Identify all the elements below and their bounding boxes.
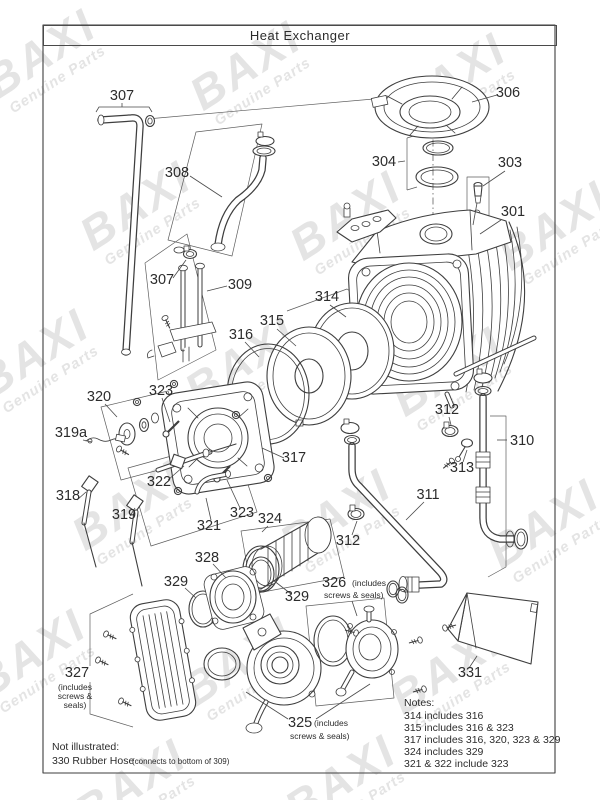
- notes-line: 314 includes 316: [404, 710, 484, 722]
- label-301: 301: [501, 204, 525, 220]
- part-313-valve: [455, 438, 474, 462]
- label-319a: 319a: [55, 425, 88, 441]
- label-312-bot: 312: [336, 533, 360, 549]
- notes-line: 317 includes 316, 320, 323 & 329: [404, 734, 561, 746]
- label-308: 308: [165, 165, 189, 181]
- label-327: 327: [65, 665, 89, 681]
- part-331-cover-panel: [447, 592, 539, 665]
- label-315: 315: [260, 313, 284, 329]
- label-325: 325: [288, 715, 312, 731]
- label-324: 324: [258, 511, 282, 527]
- label-323-bot: 323: [230, 505, 254, 521]
- part-number-labels: 307 306 304 303 301 308 307 309 314 315 …: [55, 85, 534, 741]
- screws: [95, 315, 457, 707]
- label-328: 328: [195, 550, 219, 566]
- label-310: 310: [510, 433, 534, 449]
- label-327-note3: seals): [64, 700, 87, 710]
- label-326-note1: (includes: [352, 578, 386, 588]
- part-322-igniter: [155, 443, 237, 473]
- label-307-mid: 307: [150, 272, 174, 288]
- label-319: 319: [112, 507, 136, 523]
- notes-line: 315 includes 316 & 323: [404, 722, 514, 734]
- notes-heading: Notes:: [404, 697, 434, 709]
- label-329-left: 329: [164, 574, 188, 590]
- label-322: 322: [147, 474, 171, 490]
- label-304: 304: [372, 154, 396, 170]
- part-310-pipe: [473, 368, 529, 550]
- label-313: 313: [450, 460, 474, 476]
- label-309: 309: [228, 277, 252, 293]
- label-325-note1: (includes: [314, 718, 348, 728]
- part-309-pipe-assembly: [147, 262, 217, 364]
- label-316: 316: [229, 327, 253, 343]
- part-306-flue-ring: [370, 75, 490, 139]
- part-318-electrode: [81, 475, 99, 568]
- label-318: 318: [56, 488, 80, 504]
- nuts: [132, 379, 273, 496]
- label-317: 317: [282, 450, 306, 466]
- part-307-pipe: [95, 103, 156, 356]
- part-327-cover: [129, 599, 197, 721]
- footer-item-detail: (connects to bottom of 309): [132, 757, 230, 766]
- notes-block: Notes: 314 includes 316 315 includes 316…: [404, 697, 561, 770]
- label-331: 331: [458, 665, 482, 681]
- label-325-note2: screws & seals): [290, 731, 350, 741]
- part-324-burner: [242, 516, 332, 593]
- label-326-note2: screws & seals): [324, 590, 384, 600]
- part-311-pipe: [340, 418, 448, 604]
- label-307-top: 307: [110, 88, 134, 104]
- label-311: 311: [416, 487, 439, 503]
- part-321-pipe: [194, 470, 231, 495]
- part-315-disc: [266, 326, 352, 427]
- part-304-gaskets: [415, 140, 459, 188]
- label-312-top: 312: [435, 402, 459, 418]
- footer-heading: Not illustrated:: [52, 741, 119, 753]
- part-328-flange-ring: [203, 566, 265, 630]
- label-327-note2: screws &: [58, 691, 93, 701]
- label-329-right: 329: [285, 589, 309, 605]
- label-323-top: 323: [149, 383, 173, 399]
- label-306: 306: [496, 85, 520, 101]
- label-327-note1: (includes: [58, 682, 92, 692]
- part-312-clamp-bottom: [347, 504, 365, 521]
- label-320: 320: [87, 389, 111, 405]
- part-308-curved-pipe: [210, 131, 276, 252]
- notes-line: 321 & 322 include 323: [404, 758, 509, 770]
- footer-block: Not illustrated: 330 Rubber Hose (connec…: [52, 741, 230, 767]
- footer-item: 330 Rubber Hose: [52, 755, 134, 767]
- part-303-sensor: [473, 181, 483, 217]
- title-band: Heat Exchanger: [43, 25, 557, 46]
- label-314: 314: [315, 289, 339, 305]
- part-325-fan-housing: [203, 613, 322, 734]
- label-321: 321: [197, 518, 221, 534]
- part-307-clip: [173, 245, 198, 260]
- label-326: 326: [322, 575, 346, 591]
- part-312-clamp-top: [441, 421, 459, 438]
- page-title: Heat Exchanger: [249, 28, 351, 43]
- notes-line: 324 includes 329: [404, 746, 484, 758]
- part-326-flange-assembly: [313, 605, 399, 697]
- label-303: 303: [498, 155, 522, 171]
- part-319-electrode: [126, 494, 144, 587]
- leader-lines: [76, 94, 507, 720]
